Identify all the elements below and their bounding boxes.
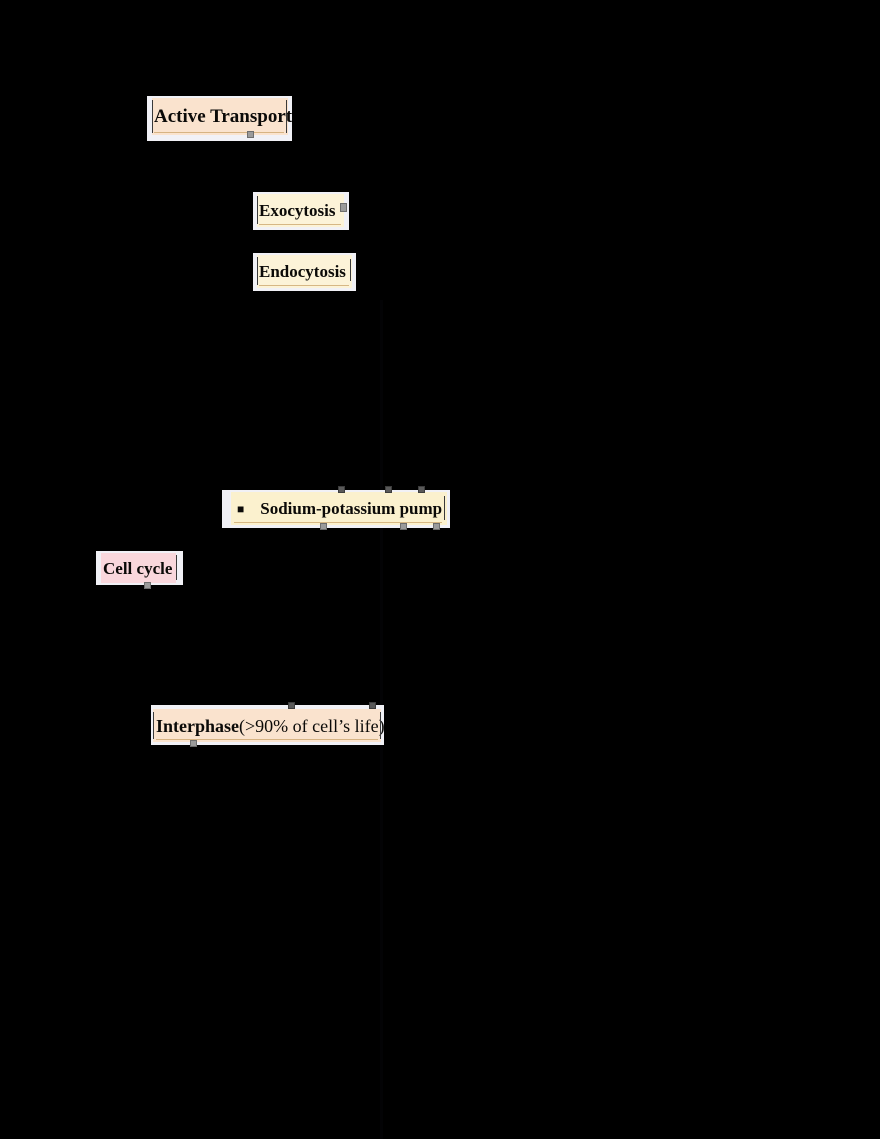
text-underline-rule [156, 739, 378, 740]
text-sodium-potassium-pump: Sodium-potassium pump [260, 499, 443, 518]
text-object-exocytosis[interactable]: Exocytosis [253, 192, 349, 230]
resize-handle-bottom[interactable] [190, 740, 197, 747]
resize-handle-top-2[interactable] [385, 486, 392, 493]
text-endocytosis: Endocytosis [259, 262, 346, 281]
bullet-square-icon: ■ [237, 501, 245, 516]
highlight-run-exocytosis[interactable]: Exocytosis [257, 194, 344, 227]
text-caret-right [176, 555, 177, 580]
text-object-interphase[interactable]: Interphase (>90% of cell’s life) [151, 705, 385, 745]
text-underline-rule [259, 285, 349, 286]
text-underline-rule [259, 224, 341, 225]
highlight-run-sodium-potassium-pump[interactable]: ■ Sodium-potassium pump [231, 492, 447, 525]
text-object-sodium-potassium-pump[interactable]: ■ Sodium-potassium pump [222, 490, 450, 528]
text-cell-cycle: Cell cycle [103, 558, 173, 578]
text-caret-right [444, 496, 445, 520]
resize-handle-top-1[interactable] [288, 702, 295, 709]
text-underline-rule [234, 522, 442, 523]
highlight-run-interphase[interactable]: Interphase (>90% of cell’s life) [153, 709, 385, 742]
highlight-run-endocytosis[interactable]: Endocytosis [257, 255, 352, 288]
text-object-endocytosis[interactable]: Endocytosis [253, 253, 356, 291]
resize-handle-top-3[interactable] [418, 486, 425, 493]
highlight-run-cell-cycle[interactable]: Cell cycle [101, 553, 176, 583]
text-caret-right [380, 712, 381, 739]
resize-handle-top-1[interactable] [338, 486, 345, 493]
resize-handle-top-2[interactable] [369, 702, 376, 709]
text-caret-left [257, 257, 258, 285]
resize-handle-bottom-right[interactable] [247, 131, 254, 138]
text-caret-right [286, 100, 287, 133]
resize-handle-bottom-3[interactable] [433, 523, 440, 530]
text-underline-rule [154, 132, 284, 133]
text-active-transport: Active Transport [154, 106, 293, 127]
resize-handle-bottom-2[interactable] [400, 523, 407, 530]
text-interphase-detail: (>90% of cell’s life) [239, 715, 385, 736]
resize-handle-right[interactable] [340, 203, 347, 212]
resize-handle-bottom-1[interactable] [320, 523, 327, 530]
text-interphase-label: Interphase [156, 715, 240, 736]
resize-handle-bottom[interactable] [144, 582, 151, 589]
highlight-run-active-transport[interactable]: Active Transport [152, 98, 292, 135]
text-caret-left [153, 712, 154, 739]
text-exocytosis: Exocytosis [259, 201, 336, 220]
text-caret-right [350, 259, 351, 281]
text-caret-left [257, 196, 258, 224]
text-object-active-transport[interactable]: Active Transport [147, 96, 292, 141]
text-caret-left [152, 100, 153, 133]
text-object-cell-cycle[interactable]: Cell cycle [96, 551, 183, 585]
